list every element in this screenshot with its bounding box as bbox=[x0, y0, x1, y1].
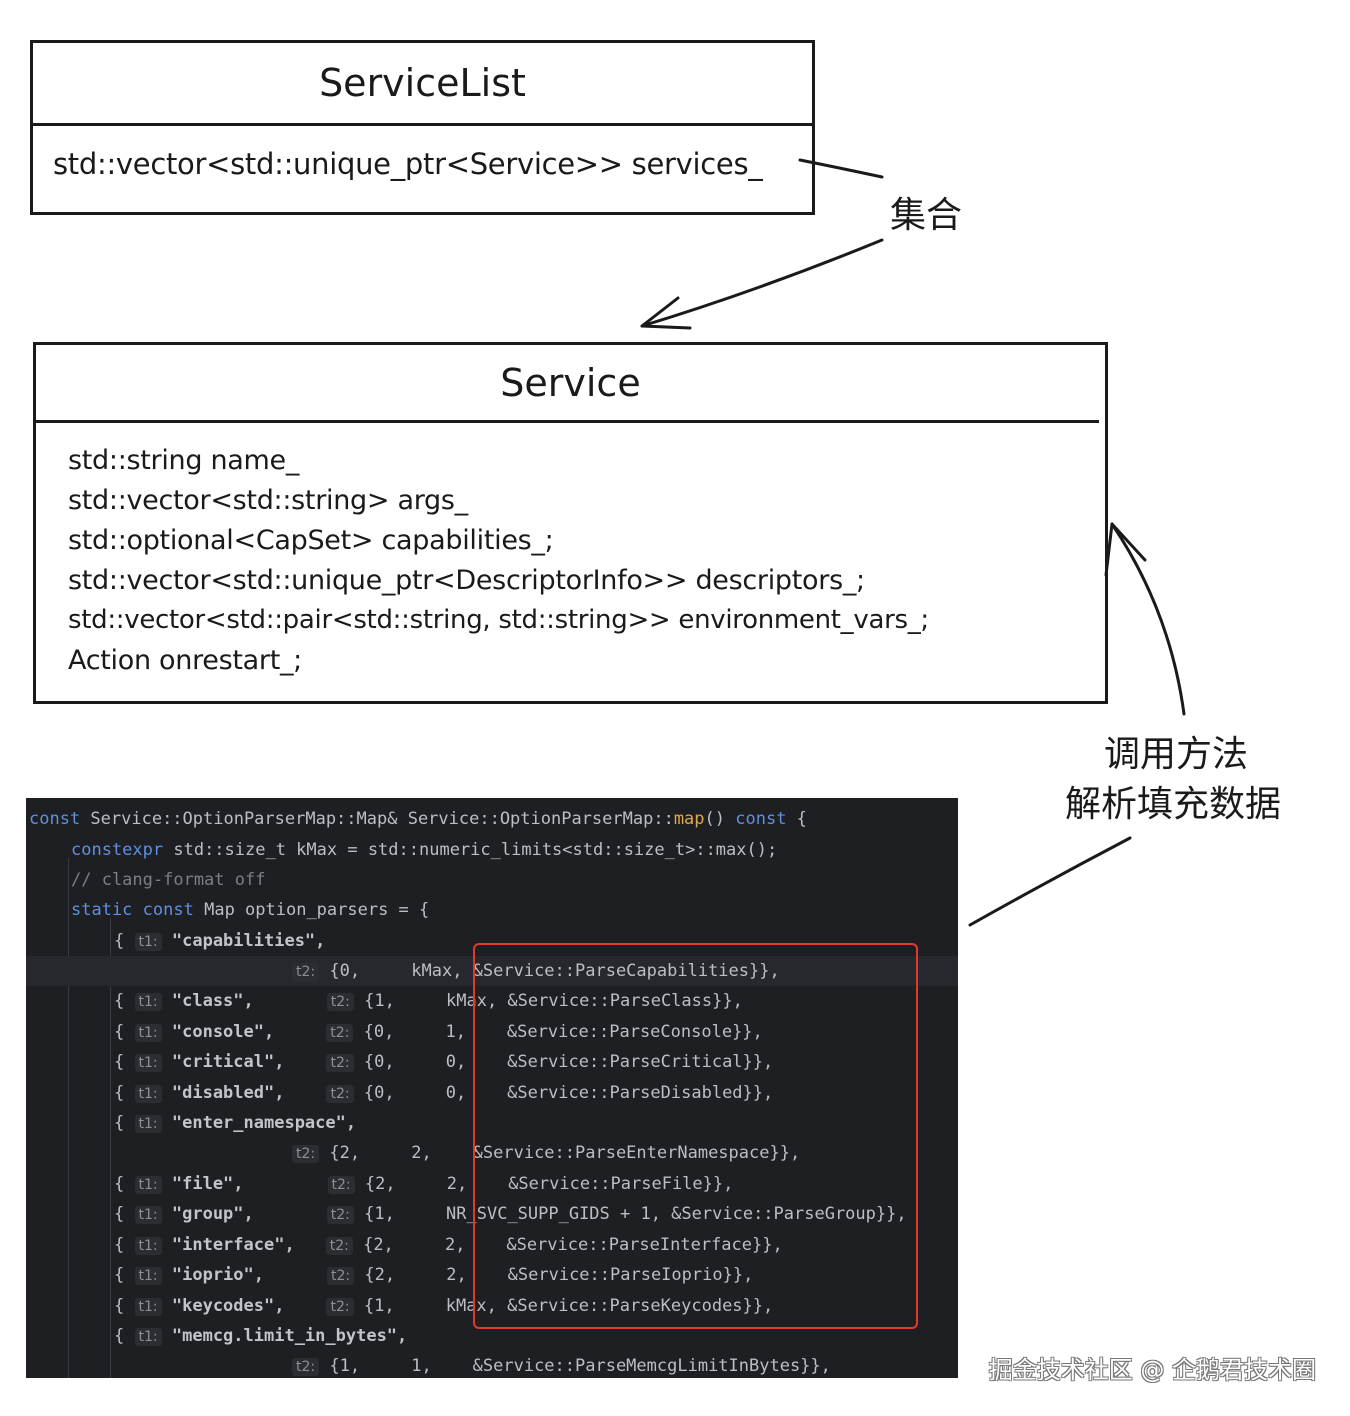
indent-guide bbox=[110, 918, 111, 1378]
code-line: static const Map option_parsers = { bbox=[71, 900, 430, 920]
code-line: constexpr std::size_t kMax = std::numeri… bbox=[71, 840, 778, 860]
service-list-class-box: ServiceList std::vector<std::unique_ptr<… bbox=[30, 40, 815, 215]
service-field-args: std::vector<std::string> args_ bbox=[68, 485, 468, 516]
code-row-group: { t1: "group",t2: {1, NR_SVC_SUPP_GIDS +… bbox=[114, 1204, 907, 1224]
collection-label: 集合 bbox=[890, 195, 963, 236]
service-field-descriptors: std::vector<std::unique_ptr<DescriptorIn… bbox=[68, 565, 865, 596]
call-method-arrow-shaft bbox=[1110, 522, 1186, 716]
code-row-console: { t1: "console",t2: {0, 1, &Service::Par… bbox=[114, 1022, 763, 1042]
call-method-arrow-head bbox=[1104, 522, 1147, 577]
service-field-name: std::string name_ bbox=[68, 445, 300, 476]
code-row-file: { t1: "file",t2: {2, 2, &Service::ParseF… bbox=[114, 1174, 734, 1194]
code-snippet-panel: const Service::OptionParserMap::Map& Ser… bbox=[26, 798, 958, 1378]
call-method-label-line2: 解析填充数据 bbox=[1065, 784, 1282, 825]
code-row-keycodes: { t1: "keycodes",t2: {1, kMax, &Service:… bbox=[114, 1296, 774, 1316]
collection-arrow-shaft bbox=[640, 238, 884, 328]
call-method-connector-line bbox=[968, 836, 1132, 927]
service-class-box: Service std::string name_ std::vector<st… bbox=[33, 342, 1108, 704]
code-row-critical: { t1: "critical",t2: {0, 0, &Service::Pa… bbox=[114, 1052, 774, 1072]
collection-arrow-head bbox=[640, 296, 692, 330]
service-divider bbox=[36, 420, 1099, 423]
call-method-label-line1: 调用方法 bbox=[1104, 734, 1249, 775]
code-row-capabilities-values: t2: {0, kMax, &Service::ParseCapabilitie… bbox=[26, 956, 958, 986]
code-row-disabled: { t1: "disabled",t2: {0, 0, &Service::Pa… bbox=[114, 1083, 774, 1103]
code-row-memcg-limit-values: t2: {1, 1, &Service::ParseMemcgLimitInBy… bbox=[26, 1351, 831, 1378]
service-list-title: ServiceList bbox=[319, 61, 526, 105]
code-row-memcg-limit: { t1: "memcg.limit_in_bytes", bbox=[114, 1326, 408, 1346]
service-field-onrestart: Action onrestart_; bbox=[68, 645, 302, 676]
code-row-enter-namespace-values: t2: {2, 2, &Service::ParseEnterNamespace… bbox=[26, 1138, 800, 1168]
code-row-capabilities: { t1: "capabilities", bbox=[114, 931, 326, 951]
parser-functions-highlight bbox=[473, 943, 918, 1329]
service-list-field: std::vector<std::unique_ptr<Service>> se… bbox=[53, 147, 763, 181]
service-field-capabilities: std::optional<CapSet> capabilities_; bbox=[68, 525, 554, 556]
service-title: Service bbox=[500, 361, 641, 405]
service-field-environment-vars: std::vector<std::pair<std::string, std::… bbox=[68, 605, 929, 635]
code-row-interface: { t1: "interface",t2: {2, 2, &Service::P… bbox=[114, 1235, 783, 1255]
code-comment: // clang-format off bbox=[71, 870, 266, 890]
code-row-ioprio: { t1: "ioprio",t2: {2, 2, &Service::Pars… bbox=[114, 1265, 754, 1285]
code-row-enter-namespace: { t1: "enter_namespace", bbox=[114, 1113, 357, 1133]
watermark: 掘金技术社区 @ 企鹅君技术圈 bbox=[988, 1356, 1316, 1384]
indent-guide bbox=[68, 858, 69, 1378]
code-line: const Service::OptionParserMap::Map& Ser… bbox=[29, 809, 807, 829]
service-list-divider bbox=[33, 123, 812, 126]
code-row-class: { t1: "class",t2: {1, kMax, &Service::Pa… bbox=[114, 991, 743, 1011]
